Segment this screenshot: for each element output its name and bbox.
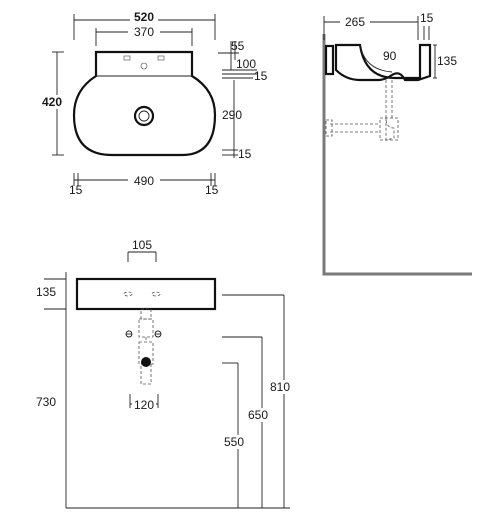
basin-outline-front — [75, 277, 217, 311]
basin-outline-side — [334, 43, 432, 82]
dim-bowl-width: 490 — [134, 174, 154, 188]
dim-front-tap-spacing: 105 — [132, 238, 152, 252]
dim-waste-width: 120 — [134, 398, 154, 412]
wall-bracket — [324, 44, 335, 76]
tap-holes-front — [123, 291, 161, 297]
basin-outline-top — [72, 50, 217, 157]
dim-deck-depth: 55 — [231, 39, 245, 53]
dim-total-height: 730 — [36, 395, 56, 409]
dim-rim-left: 15 — [69, 183, 83, 197]
dim-tap-spacing: 370 — [134, 25, 154, 39]
dim-side-height: 135 — [437, 54, 457, 68]
dim-bowl-depth: 290 — [222, 108, 242, 122]
front-view: 105 120 135 730 — [32, 238, 298, 509]
dim-rim-top: 15 — [254, 69, 268, 83]
waste-pipe-front — [138, 308, 154, 385]
dim-front-height: 135 — [36, 285, 56, 299]
dim-mount-height: 650 — [248, 408, 268, 422]
drain-circle-inner — [138, 110, 150, 122]
dim-rim-right: 15 — [205, 183, 219, 197]
dim-waste-height: 550 — [224, 435, 244, 449]
dim-side-rim: 15 — [420, 11, 434, 25]
wall-section — [322, 34, 472, 276]
dim-rim-bottom: 15 — [238, 147, 252, 161]
side-view: 265 15 90 135 — [322, 11, 472, 276]
dim-projection: 265 — [345, 15, 365, 29]
fixing-points — [125, 330, 162, 338]
waste-pipe-side — [325, 80, 399, 141]
dim-overall-depth: 420 — [42, 95, 62, 109]
dim-tap-offset: 100 — [236, 57, 256, 71]
dim-overall-width: 520 — [134, 10, 154, 24]
dim-bowl-radius: 90 — [383, 49, 397, 63]
waste-outlet-front — [141, 357, 151, 367]
drain-circle-outer — [133, 105, 155, 127]
top-view: 520 370 420 55 100 15 290 15 — [36, 10, 268, 197]
tap-holes-top — [123, 55, 165, 70]
dim-top-height: 810 — [270, 380, 290, 394]
